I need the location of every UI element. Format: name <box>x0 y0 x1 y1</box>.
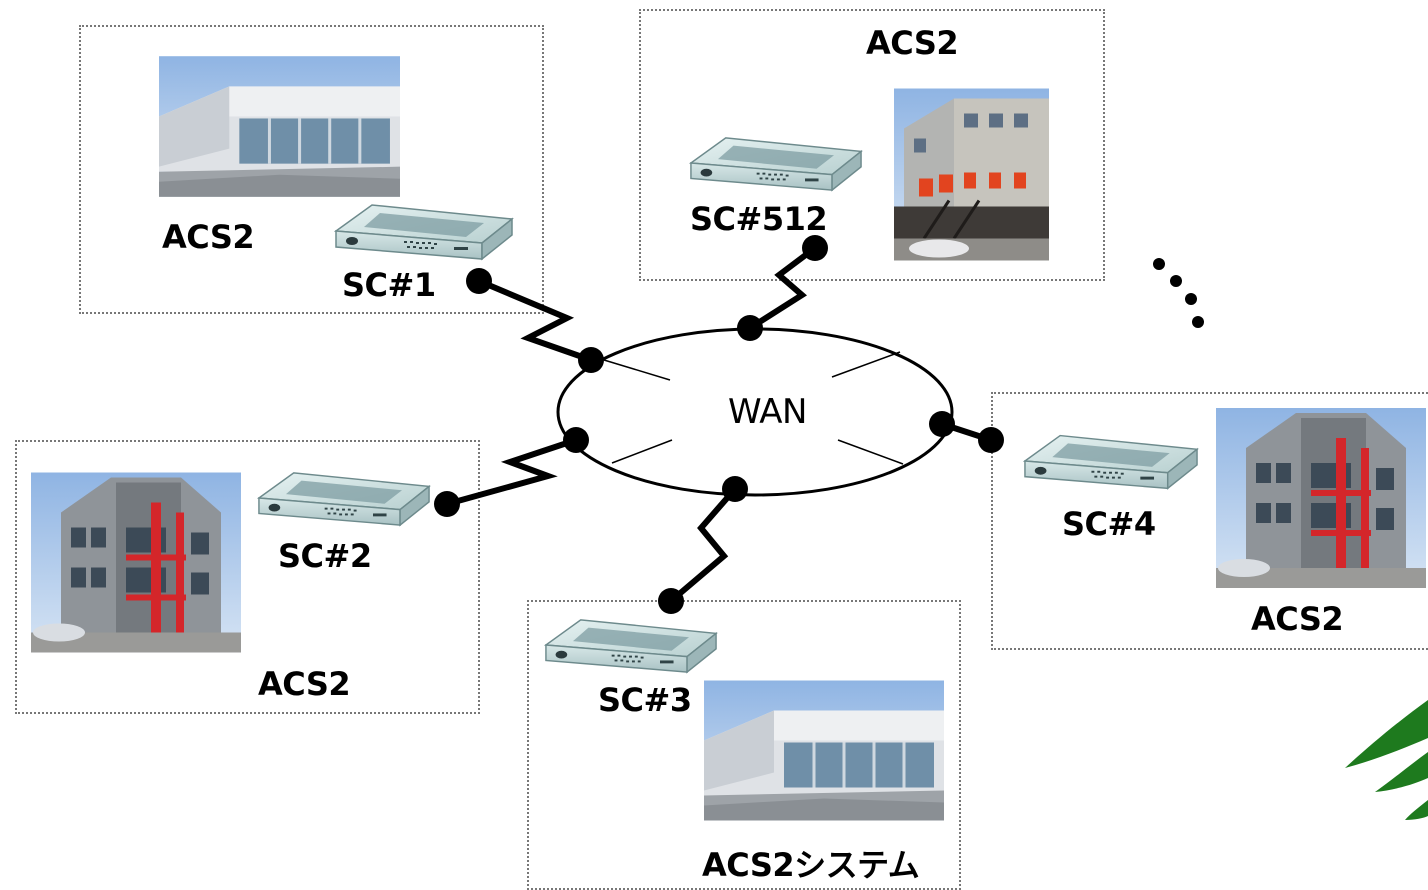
more-sites-ellipsis <box>1153 258 1204 328</box>
site-512-controller-label: SC#512 <box>690 200 828 238</box>
site-2-frame <box>15 440 480 714</box>
node-sc1 <box>466 268 492 294</box>
site-4-building-label: ACS2 <box>1251 600 1344 638</box>
node-sc512 <box>802 235 828 261</box>
site-2-controller-label: SC#2 <box>278 537 372 575</box>
link-sc2 <box>446 437 577 507</box>
node-ring-2 <box>563 427 589 453</box>
site-1-building-label: ACS2 <box>162 218 255 256</box>
site-1-controller-label: SC#1 <box>342 266 436 304</box>
node-ring-1 <box>578 347 604 373</box>
node-ring-512 <box>737 315 763 341</box>
link-sc512 <box>748 245 817 331</box>
link-sc1 <box>477 278 592 363</box>
site-2-building-label: ACS2 <box>258 665 351 703</box>
wan-ring-hatch <box>603 351 904 465</box>
leaf-decoration <box>1345 700 1428 820</box>
node-sc4 <box>978 427 1004 453</box>
site-4-frame <box>991 392 1428 650</box>
node-ring-4 <box>929 411 955 437</box>
node-ring-3 <box>722 476 748 502</box>
site-512-frame <box>639 9 1105 281</box>
site-512-building-label: ACS2 <box>866 24 959 62</box>
node-sc2 <box>434 491 460 517</box>
node-sc3 <box>658 588 684 614</box>
site-3-controller-label: SC#3 <box>598 681 692 719</box>
site-3-building-label: ACS2システム <box>702 846 920 884</box>
link-nodes <box>434 235 1004 614</box>
link-sc3 <box>669 487 738 604</box>
wan-label: WAN <box>728 392 807 432</box>
site-1-frame <box>79 25 544 314</box>
wan-links <box>446 245 992 604</box>
site-4-controller-label: SC#4 <box>1062 505 1156 543</box>
